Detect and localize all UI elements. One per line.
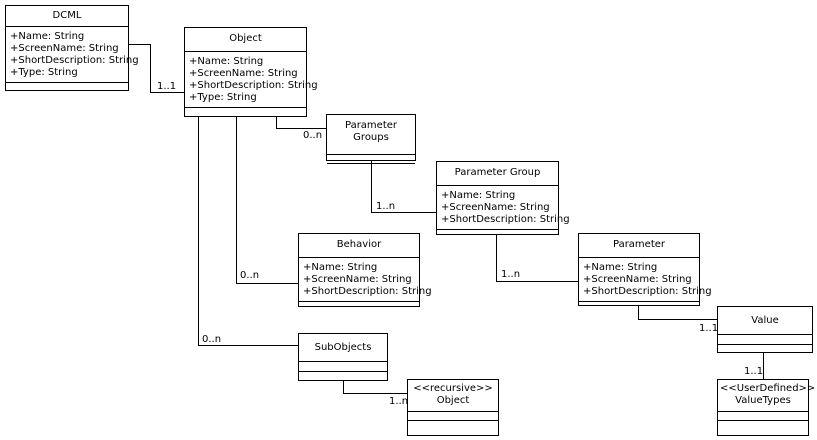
attribute: +ShortDescription: String <box>441 214 570 225</box>
attribute: +ShortDescription: String <box>583 286 712 297</box>
class-value-types-operations <box>718 421 808 429</box>
attribute: +ShortDescription: String <box>303 286 432 297</box>
class-behavior: Behavior +Name: String +ScreenName: Stri… <box>298 233 432 310</box>
attribute: +ShortDescription: String <box>10 55 139 66</box>
class-parameter-group: Parameter Group +Name: String +ScreenNam… <box>436 161 570 238</box>
class-recursive-object-attributes <box>408 412 498 421</box>
multiplicity-parameter-value: 1..1 <box>699 323 719 334</box>
class-behavior-name: Behavior <box>299 234 419 258</box>
attribute: +ScreenName: String <box>583 274 692 285</box>
class-recursive-object-name: Object <box>436 395 470 406</box>
class-dcml-name: DCML <box>6 6 128 27</box>
class-subobjects-operations <box>299 372 387 380</box>
class-value-types-name: ValueTypes <box>735 395 791 406</box>
attribute: +ScreenName: String <box>303 274 412 285</box>
class-behavior-attributes: +Name: String +ScreenName: String +Short… <box>299 258 432 302</box>
class-object-attributes: +Name: String +ScreenName: String +Short… <box>185 52 318 108</box>
class-value-types-stereotype: <<UserDefined>> <box>720 383 816 394</box>
multiplicity-object-behavior: 0..n <box>240 270 260 281</box>
multiplicity-value-valuetypes: 1..1 <box>744 366 764 377</box>
multiplicity-dcml-object: 1..1 <box>157 81 177 92</box>
class-parameter-groups-name: Parameter Groups <box>327 115 415 155</box>
assoc-parameter-groups-parameter-group <box>371 160 437 213</box>
attribute: +ScreenName: String <box>189 68 298 79</box>
attribute: +ScreenName: String <box>10 43 119 54</box>
attribute: +Type: String <box>10 67 78 78</box>
assoc-dcml-object <box>128 44 185 93</box>
attribute: +ShortDescription: String <box>189 80 318 91</box>
class-dcml-operations <box>6 83 128 92</box>
class-behavior-operations <box>299 302 419 310</box>
class-subobjects: SubObjects <box>298 333 388 381</box>
class-parameter-group-attributes: +Name: String +ScreenName: String +Short… <box>437 186 570 230</box>
assoc-object-parameter-groups <box>276 116 327 129</box>
class-object: Object +Name: String +ScreenName: String… <box>184 27 318 117</box>
attribute: +Name: String <box>583 262 658 273</box>
class-recursive-object-header: <<recursive>> Object <box>408 380 498 412</box>
class-recursive-object-stereotype: <<recursive>> <box>413 383 493 394</box>
class-value-types-header: <<UserDefined>> ValueTypes <box>718 380 816 412</box>
class-parameter-group-name: Parameter Group <box>437 162 558 186</box>
class-object-name: Object <box>185 28 306 52</box>
class-parameter-groups: Parameter Groups <box>326 114 416 164</box>
class-value-operations <box>718 345 812 353</box>
class-parameter-attributes: +Name: String +ScreenName: String +Short… <box>579 258 712 302</box>
multiplicity-subobjects-recursive-object: 1..n <box>389 396 409 407</box>
class-subobjects-name: SubObjects <box>299 334 387 362</box>
class-value-name: Value <box>718 307 812 335</box>
class-parameter-group-operations <box>437 230 558 238</box>
assoc-object-behavior <box>236 116 299 284</box>
assoc-subobjects-recursive-object <box>343 380 408 394</box>
multiplicity-object-parameter-groups: 0..n <box>303 130 323 141</box>
attribute: +Type: String <box>189 92 257 103</box>
assoc-object-subobjects <box>198 116 299 346</box>
class-dcml: DCML +Name: String +ScreenName: String +… <box>5 5 139 92</box>
attribute: +Name: String <box>189 56 264 67</box>
multiplicity-object-subobjects: 0..n <box>202 334 222 345</box>
class-dcml-attributes: +Name: String +ScreenName: String +Short… <box>6 27 139 83</box>
class-object-operations <box>185 108 306 117</box>
attribute: +ScreenName: String <box>441 202 550 213</box>
class-value-attributes <box>718 335 812 345</box>
attribute: +Name: String <box>441 190 516 201</box>
attribute: +Name: String <box>303 262 378 273</box>
class-recursive-object-operations <box>408 421 498 429</box>
class-recursive-object: <<recursive>> Object <box>407 379 499 436</box>
assoc-parameter-group-parameter <box>496 234 579 282</box>
class-parameter-groups-attributes <box>327 155 415 164</box>
attribute: +Name: String <box>10 31 85 42</box>
class-value: Value <box>717 306 813 353</box>
assoc-parameter-value <box>638 305 718 320</box>
class-value-types: <<UserDefined>> ValueTypes <box>717 379 816 436</box>
class-value-types-attributes <box>718 412 808 421</box>
class-parameter-groups-operations <box>327 164 415 172</box>
class-parameter-operations <box>579 302 699 309</box>
class-parameter-name: Parameter <box>579 234 699 258</box>
multiplicity-parameter-groups-parameter-group: 1..n <box>376 201 396 212</box>
multiplicity-parameter-group-parameter: 1..n <box>501 269 521 280</box>
class-parameter: Parameter +Name: String +ScreenName: Str… <box>578 233 712 309</box>
class-subobjects-attributes <box>299 362 387 372</box>
